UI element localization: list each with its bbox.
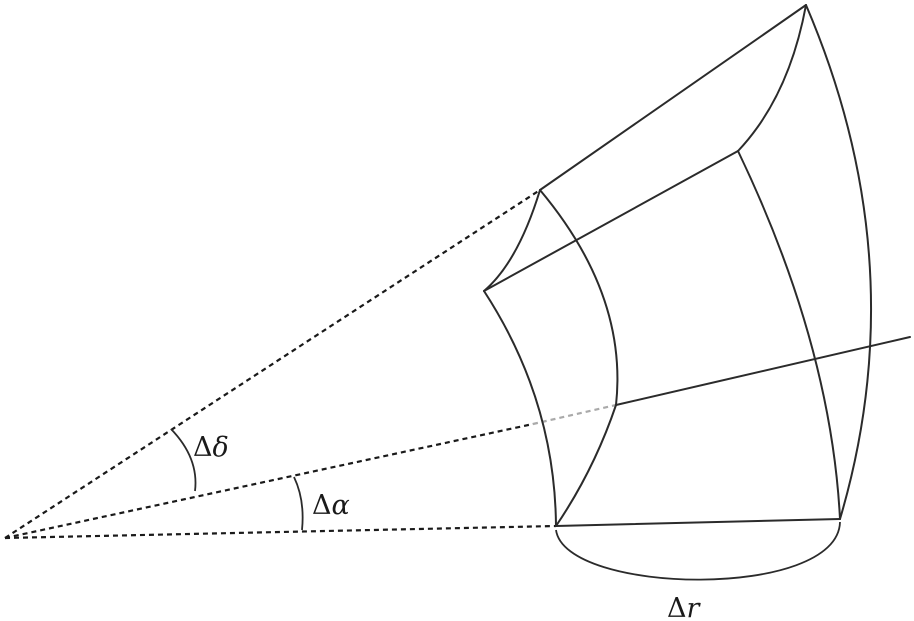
delta-alpha-arc (293, 476, 304, 531)
label-delta-delta: Δδ (193, 432, 229, 463)
angle-arcs (170, 428, 304, 531)
near-left-curve (483, 290, 557, 527)
lower-projection-line (4, 524, 557, 540)
upper-inner-radial-edge (483, 150, 739, 292)
far-top-curve (737, 4, 807, 152)
near-right-curve (539, 189, 619, 406)
near-top-curve (483, 189, 541, 292)
middle-radial-edge (615, 336, 911, 406)
near-bottom-curve (555, 404, 617, 527)
label-delta-r: Δr (667, 593, 702, 621)
far-inner-curve (737, 150, 841, 520)
delta-r-bracket (555, 521, 841, 581)
top-radial-edge (539, 4, 807, 191)
volume-element (483, 4, 911, 527)
bottom-radial-edge (555, 518, 841, 527)
delta-delta-arc (170, 428, 197, 492)
middle-projection-line (4, 422, 534, 540)
hidden-middle-edge (532, 403, 617, 426)
upper-projection-line (4, 189, 541, 539)
label-delta-alpha: Δα (312, 490, 350, 521)
far-right-curve (805, 4, 873, 520)
projection-lines (4, 189, 617, 540)
